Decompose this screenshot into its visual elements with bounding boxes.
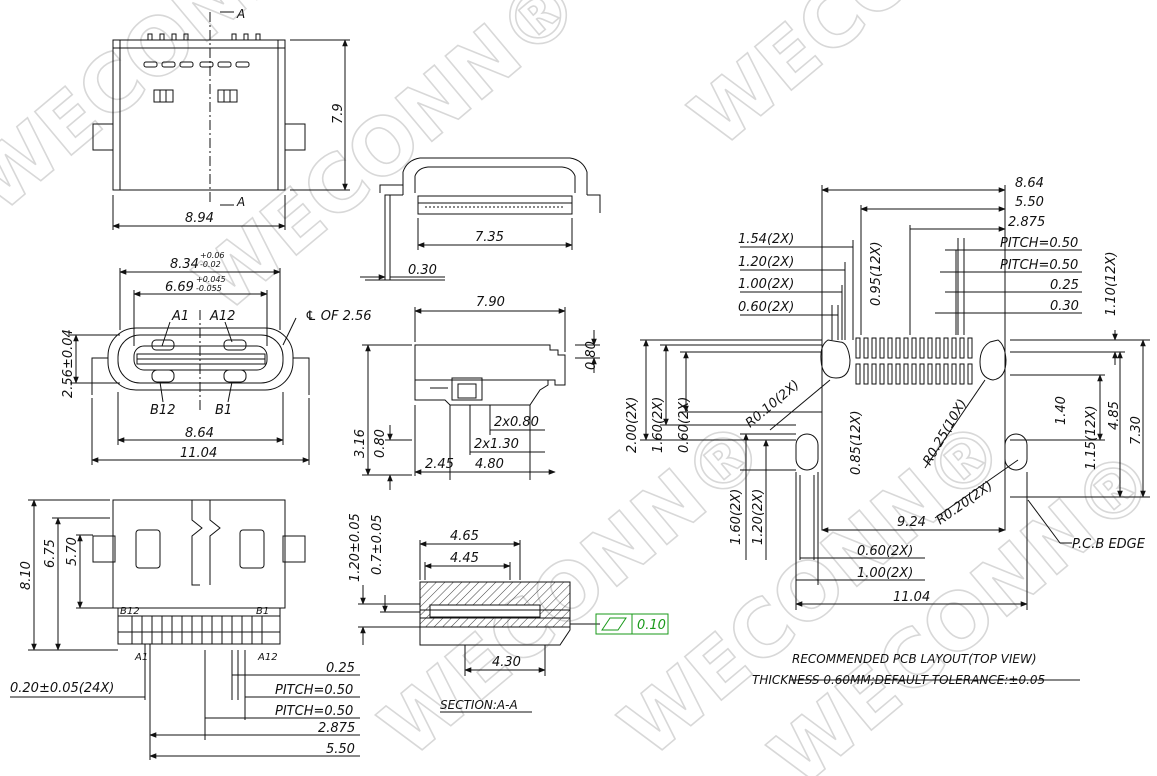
dim-bottom-570: 5.70 <box>65 537 80 566</box>
pcb-edge-label: P.C.B EDGE <box>1072 537 1146 552</box>
pcb-radius-010: R0.10(2X) <box>743 378 803 431</box>
dim-outer-tol-minus: -0.02 <box>200 260 221 269</box>
pcb-dim-030: 0.30 <box>1050 299 1079 314</box>
pcb-layout-title: RECOMMENDED PCB LAYOUT(TOP VIEW) <box>792 652 1037 666</box>
dim-slot-080: 2x0.80 <box>494 415 539 430</box>
dim-pin-width: 0.20±0.05(24X) <box>10 681 114 696</box>
dim-section-465: 4.65 <box>450 529 479 544</box>
dim-width-864: 8.64 <box>185 426 214 441</box>
opening-view <box>70 268 310 465</box>
dim-front-height: 7.9 <box>331 103 346 124</box>
dim-front-width: 8.94 <box>185 211 214 226</box>
watermark-text: WECONN® <box>674 0 1093 165</box>
dim-outer-width: 8.34 <box>170 257 199 272</box>
bottom-pins <box>131 616 263 644</box>
dim-section-445: 4.45 <box>450 551 479 566</box>
pcb-pitch-2: PITCH=0.50 <box>1000 258 1078 273</box>
dim-top-lead: 0.30 <box>408 263 437 278</box>
dim-bottom-810: 8.10 <box>19 561 34 590</box>
pcb-dim-730: 7.30 <box>1129 416 1144 445</box>
pin-label-b1: B1 <box>215 403 232 418</box>
pcb-dim-110: 1.10(12X) <box>1104 251 1119 316</box>
pin-label-b1-bottom: B1 <box>256 606 269 617</box>
dim-side-height: 3.16 <box>353 429 368 458</box>
dim-opening-height: 2.56±0.04 <box>61 329 76 398</box>
pcb-dim-485: 4.85 <box>1107 401 1122 430</box>
pcb-dim-864: 8.64 <box>1015 176 1044 191</box>
pin-label-a1-bottom: A1 <box>134 652 148 663</box>
section-title: SECTION:A-A <box>440 698 518 712</box>
dim-outer-tol-plus: +0.06 <box>200 251 225 260</box>
dim-bottom-675: 6.75 <box>43 539 58 568</box>
dim-top-width: 7.35 <box>475 230 504 245</box>
pcb-dim-085: 0.85(12X) <box>849 410 864 475</box>
pcb-slot-160: 1.60(2X) <box>729 489 744 545</box>
section-view <box>358 540 669 713</box>
top-pins <box>147 33 261 40</box>
pcb-slot-100: 1.00(2X) <box>857 566 913 581</box>
pcb-dim-924: 9.24 <box>897 515 926 530</box>
pcb-dim-025: 0.25 <box>1050 278 1079 293</box>
dim-side-h080: 0.80 <box>373 429 388 458</box>
pad-row-bottom <box>855 363 973 385</box>
pcb-dim-200: 2.00(2X) <box>625 397 640 453</box>
pcb-dim-060-vert: 0.60(2X) <box>677 397 692 453</box>
dim-section-h07: 0.7±0.05 <box>370 514 385 575</box>
pcb-dim-1104: 11.04 <box>893 590 930 605</box>
dim-side-480: 4.80 <box>475 457 504 472</box>
dim-inner-tol-minus: -0.055 <box>196 284 222 293</box>
dim-side-tab: 0.80 <box>584 341 599 370</box>
flatness-value: 0.10 <box>637 618 666 633</box>
dim-inner-tol-plus: +0.045 <box>196 275 226 284</box>
window-slots <box>143 61 250 103</box>
dim-slot-130: 2x1.30 <box>474 437 519 452</box>
pcb-layout-note: THICKNESS 0.60MM;DEFAULT TOLERANCE:±0.05 <box>752 673 1045 687</box>
right-tab <box>284 123 306 151</box>
pcb-layout-view <box>640 185 1150 681</box>
pad-row-top <box>855 337 973 359</box>
pcb-dim-2875: 2.875 <box>1008 215 1045 230</box>
front-view <box>92 11 350 230</box>
pin-label-a12: A12 <box>209 309 235 324</box>
pcb-dim-154: 1.54(2X) <box>738 232 794 247</box>
left-slot <box>795 433 819 471</box>
dim-width-1104: 11.04 <box>180 446 217 461</box>
pcb-dim-060: 0.60(2X) <box>738 300 794 315</box>
pin-label-a12-bottom: A12 <box>257 652 278 663</box>
left-tab <box>92 123 114 151</box>
dim-bottom-pitch2: PITCH=0.50 <box>275 704 353 719</box>
pin-label-b12: B12 <box>150 403 175 418</box>
section-marker-top: A <box>236 7 245 21</box>
bottom-view <box>10 499 360 760</box>
pcb-dim-140: 1.40 <box>1054 396 1069 425</box>
dim-side-245: 2.45 <box>425 457 454 472</box>
dim-bottom-pitch1: PITCH=0.50 <box>275 683 353 698</box>
pcb-slot-060: 0.60(2X) <box>857 544 913 559</box>
dim-bottom-550: 5.50 <box>326 742 355 757</box>
centerline-note: ℄ OF 2.56 <box>305 309 372 324</box>
flatness-icon <box>601 617 627 631</box>
dim-section-h120: 1.20±0.05 <box>348 513 363 582</box>
pcb-dim-115: 1.15(12X) <box>1084 405 1099 470</box>
pcb-dim-120: 1.20(2X) <box>738 255 794 270</box>
pcb-slot-120: 1.20(2X) <box>751 489 766 545</box>
pcb-dim-160: 1.60(2X) <box>651 397 666 453</box>
top-view <box>360 157 601 281</box>
pin-label-b12-bottom: B12 <box>120 606 140 617</box>
side-view <box>362 307 600 490</box>
pcb-dim-550: 5.50 <box>1015 195 1044 210</box>
dim-bottom-2875: 2.875 <box>318 721 355 736</box>
dim-section-430: 4.30 <box>492 655 521 670</box>
pcb-dim-095: 0.95(12X) <box>869 241 884 306</box>
dim-bottom-025: 0.25 <box>326 661 355 676</box>
dim-inner-width: 6.69 <box>165 280 194 295</box>
dim-side-length: 7.90 <box>476 295 505 310</box>
section-marker-bottom: A <box>236 195 245 209</box>
pin-label-a1: A1 <box>171 309 189 324</box>
pcb-dim-100: 1.00(2X) <box>738 277 794 292</box>
pcb-pitch-1: PITCH=0.50 <box>1000 236 1078 251</box>
